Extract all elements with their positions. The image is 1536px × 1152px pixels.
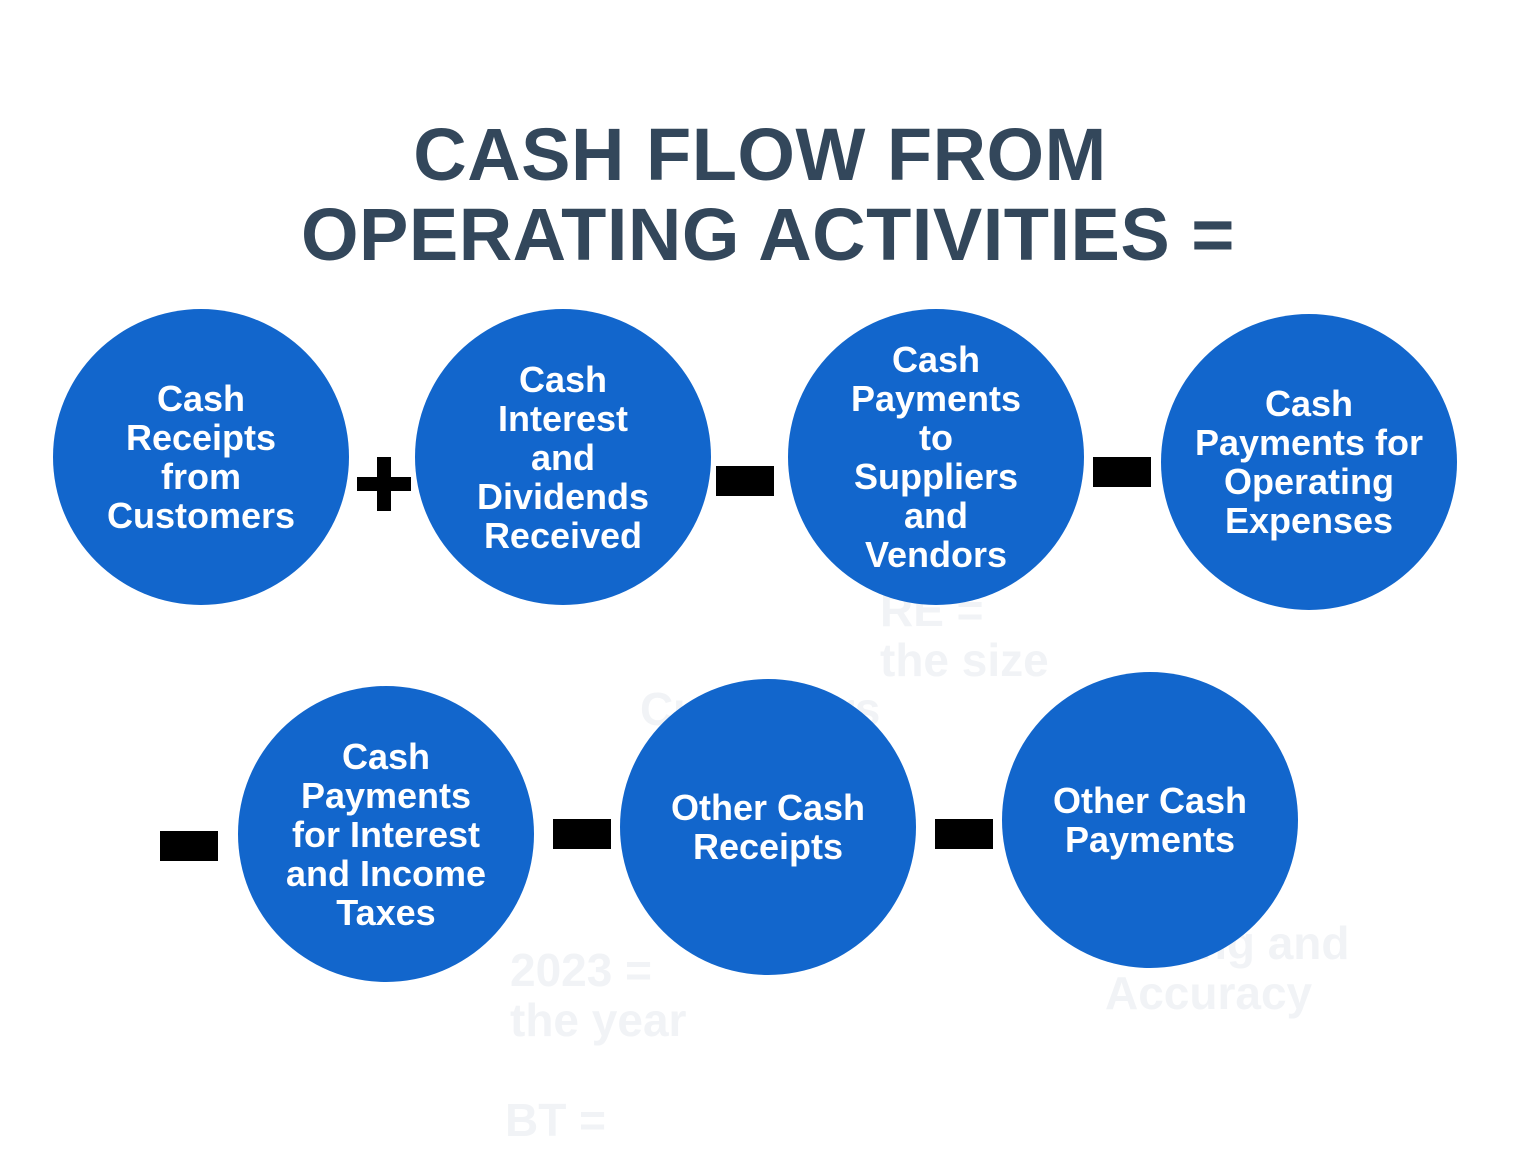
node-label: Other Cash Receipts xyxy=(670,787,866,867)
page-title-line-2: OPERATING ACTIVITIES = xyxy=(300,193,1236,276)
node-cash-payments-for-interest-and-income-taxes: Cash Payments for Interest and Income Ta… xyxy=(238,686,534,982)
node-label: Cash Payments for Operating Expenses xyxy=(1194,383,1424,541)
node-cash-payments-to-suppliers-and-vendors: Cash Payments to Suppliers and Vendors xyxy=(788,309,1084,605)
plus-operator xyxy=(357,457,411,511)
node-label: Cash Payments for Interest and Income Ta… xyxy=(285,735,487,933)
node-other-cash-payments: Other Cash Payments xyxy=(1002,672,1298,968)
minus-operator xyxy=(553,819,611,849)
node-label: Cash Payments to Suppliers and Vendors xyxy=(850,339,1022,575)
node-cash-interest-and-dividends-received: Cash Interest and Dividends Received xyxy=(415,309,711,605)
minus-operator xyxy=(716,466,774,496)
node-label: Cash Interest and Dividends Received xyxy=(476,358,650,556)
watermark-text: 2023 = the year xyxy=(510,944,687,1046)
node-other-cash-receipts: Other Cash Receipts xyxy=(620,679,916,975)
minus-operator xyxy=(160,831,218,861)
node-label: Other Cash Payments xyxy=(1052,780,1248,860)
page-title-line-1: CASH FLOW FROM xyxy=(413,113,1107,196)
minus-operator xyxy=(935,819,993,849)
node-cash-payments-for-operating-expenses: Cash Payments for Operating Expenses xyxy=(1161,314,1457,610)
minus-operator xyxy=(1093,457,1151,487)
node-cash-receipts-from-customers: Cash Receipts from Customers xyxy=(53,309,349,605)
node-label: Cash Receipts from Customers xyxy=(106,378,296,536)
watermark-text: BT = xyxy=(505,1094,606,1146)
